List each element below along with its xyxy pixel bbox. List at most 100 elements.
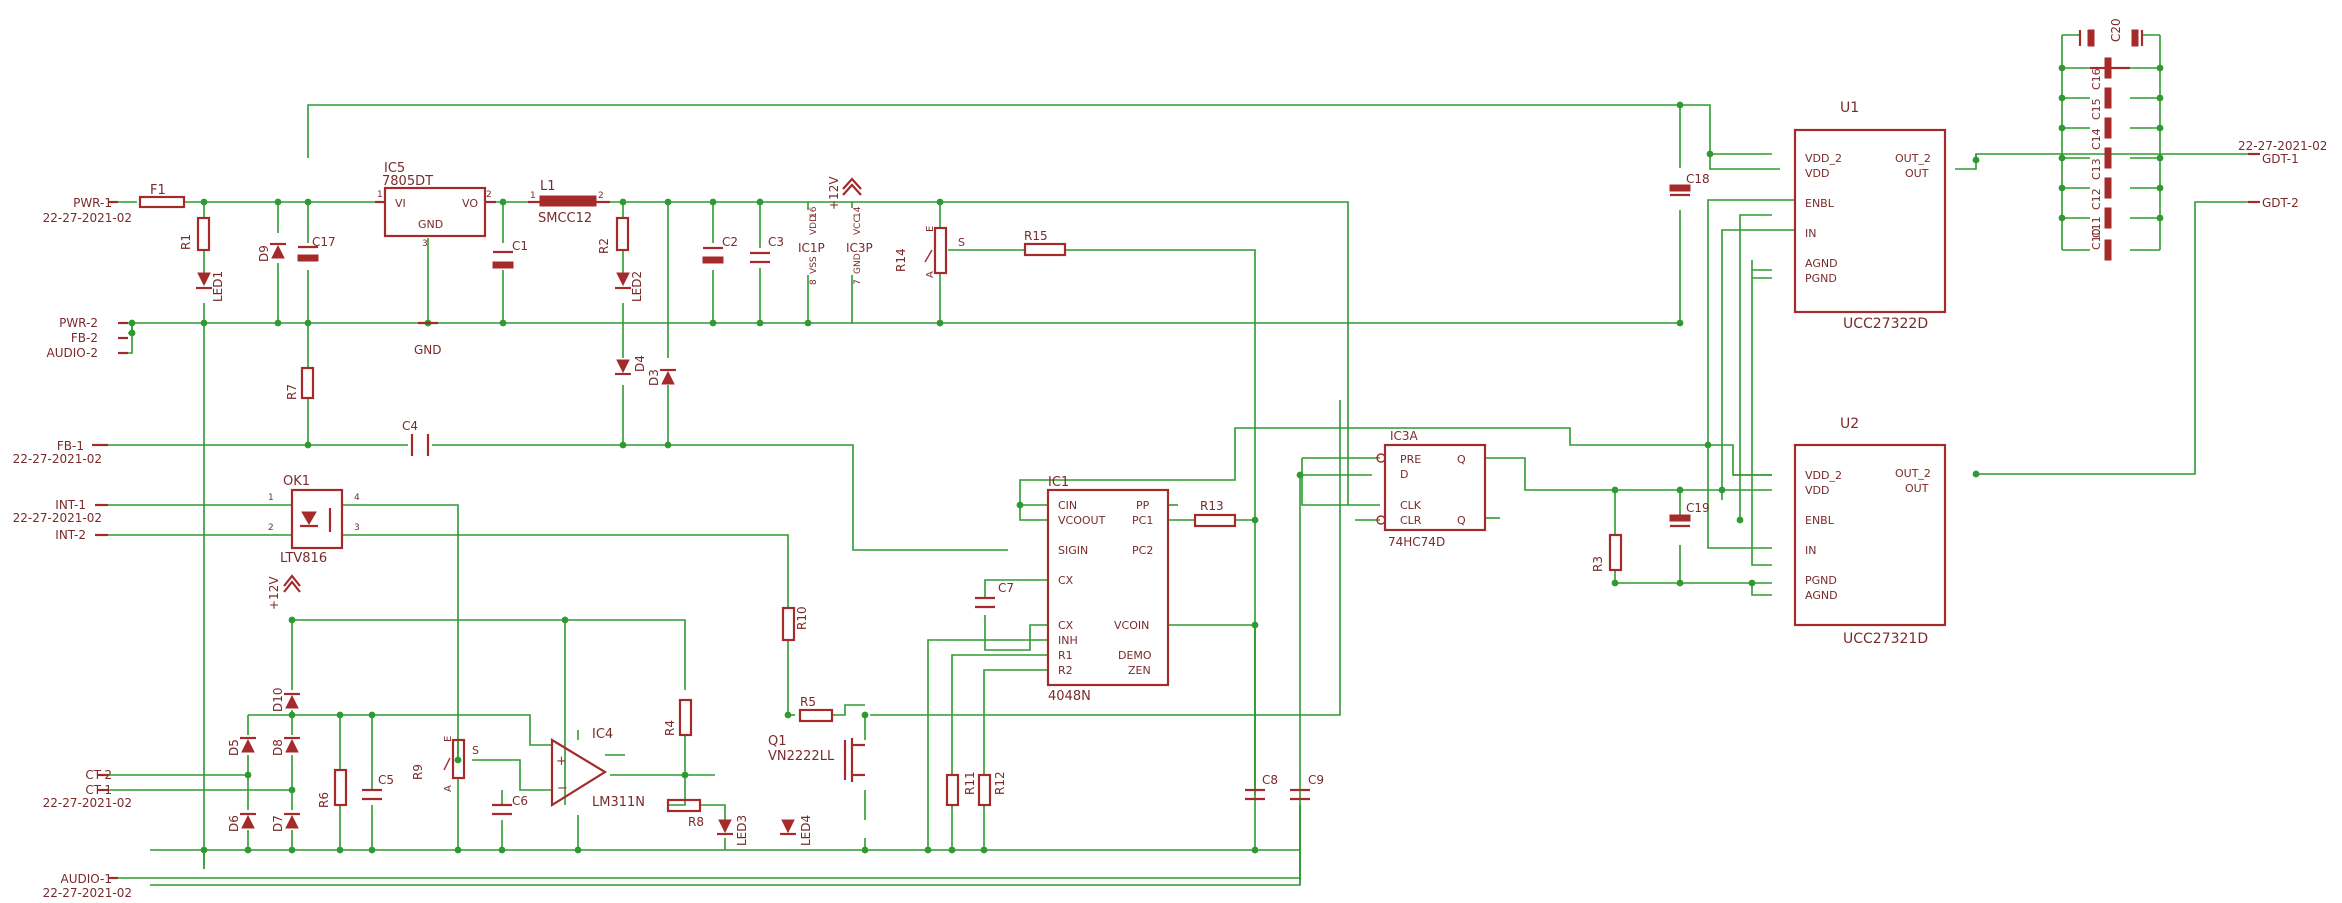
resistor-r8: R8 xyxy=(666,798,704,829)
capacitor-c18: C18 xyxy=(1669,172,1710,197)
led-led2: LED2 xyxy=(615,271,644,302)
svg-text:C9: C9 xyxy=(1308,773,1324,787)
svg-text:C6: C6 xyxy=(512,794,528,808)
port-pwr2: PWR-2 xyxy=(59,316,98,330)
resistor-r11: R11 xyxy=(945,771,977,807)
flipflop-ic3a: IC3A 74HC74D PRE D CLK CLR Q Q xyxy=(1376,429,1487,549)
svg-text:VCC: VCC xyxy=(853,216,863,235)
svg-text:VI: VI xyxy=(395,197,406,210)
svg-text:R15: R15 xyxy=(1024,229,1048,243)
capacitor-c19: C19 xyxy=(1669,501,1710,528)
capacitor-c17: C17 xyxy=(297,235,336,262)
svg-text:D8: D8 xyxy=(271,739,285,756)
svg-text:C16: C16 xyxy=(2090,68,2103,90)
port-pwr1-date: 22-27-2021-02 xyxy=(43,211,132,225)
svg-text:1: 1 xyxy=(268,493,274,503)
svg-text:U1: U1 xyxy=(1840,100,1859,116)
svg-text:D: D xyxy=(1400,468,1408,481)
capacitor-c5: C5 xyxy=(362,773,394,801)
svg-text:PGND: PGND xyxy=(1805,574,1837,587)
port-ct2: CT-2 xyxy=(85,768,112,782)
svg-text:ENBL: ENBL xyxy=(1805,197,1835,210)
svg-text:VSS: VSS xyxy=(809,256,819,274)
svg-text:A: A xyxy=(443,785,454,792)
resistor-r1: R1 xyxy=(179,216,211,252)
svg-text:C14: C14 xyxy=(2090,128,2103,150)
svg-text:L1: L1 xyxy=(540,179,556,194)
inductor-l1: L1 SMCC12 1 2 xyxy=(528,179,610,226)
junctions xyxy=(128,64,2164,854)
svg-text:R2: R2 xyxy=(1058,664,1073,677)
diode-d8: D8 xyxy=(271,736,300,756)
svg-text:R6: R6 xyxy=(317,792,331,808)
svg-text:Q: Q xyxy=(1457,514,1466,527)
svg-text:D4: D4 xyxy=(633,355,647,372)
svg-text:IC3A: IC3A xyxy=(1390,429,1419,443)
svg-text:C12: C12 xyxy=(2090,188,2103,210)
svg-text:VDD_2: VDD_2 xyxy=(1805,152,1842,165)
svg-text:U2: U2 xyxy=(1840,416,1859,432)
svg-text:LED3: LED3 xyxy=(735,815,749,846)
svg-text:D7: D7 xyxy=(271,815,285,832)
driver-u2: U2 UCC27321D VDD_2 VDD ENBL IN PGND AGND… xyxy=(1793,416,1947,647)
svg-text:ZEN: ZEN xyxy=(1128,664,1151,677)
svg-text:OUT_2: OUT_2 xyxy=(1895,152,1931,165)
svg-text:R11: R11 xyxy=(963,771,977,795)
svg-text:R5: R5 xyxy=(800,695,816,709)
svg-text:S: S xyxy=(958,236,965,249)
diode-d6: D6 xyxy=(227,812,256,832)
svg-text:IN: IN xyxy=(1805,544,1816,557)
svg-text:OUT_2: OUT_2 xyxy=(1895,467,1931,480)
svg-text:14: 14 xyxy=(853,206,863,218)
capacitor-bank: C20 C16 C15 C14 C13 C12 C11 C10 xyxy=(2078,18,2144,261)
ports: PWR-1 22-27-2021-02 PWR-2 FB-2 AUDIO-2 F… xyxy=(13,139,2328,900)
svg-text:+12V: +12V xyxy=(827,176,841,210)
svg-text:GND: GND xyxy=(853,253,863,274)
svg-text:CLR: CLR xyxy=(1400,514,1422,527)
port-audio1: AUDIO-1 xyxy=(60,872,112,886)
svg-text:F1: F1 xyxy=(150,183,166,198)
svg-text:C3: C3 xyxy=(768,235,784,249)
svg-text:2: 2 xyxy=(598,191,604,201)
diode-d4: D4 xyxy=(615,355,647,376)
port-audio1-date: 22-27-2021-02 xyxy=(43,886,132,900)
svg-text:IC5: IC5 xyxy=(384,161,405,176)
svg-text:GND: GND xyxy=(418,218,443,231)
diode-d5: D5 xyxy=(227,736,256,756)
gnd-symbol: GND xyxy=(414,321,442,357)
resistor-r7: R7 xyxy=(285,366,315,400)
capacitor-c2: C2 xyxy=(702,235,738,264)
svg-text:1: 1 xyxy=(530,191,536,201)
svg-text:IC3P: IC3P xyxy=(846,241,873,255)
driver-u1: U1 UCC27322D VDD_2 VDD ENBL IN AGND PGND… xyxy=(1793,100,1947,332)
svg-text:CIN: CIN xyxy=(1058,499,1077,512)
port-ct-date: 22-27-2021-02 xyxy=(43,796,132,810)
capacitor-c6: C6 xyxy=(492,794,528,816)
svg-text:VN2222LL: VN2222LL xyxy=(768,749,835,764)
svg-text:R12: R12 xyxy=(993,771,1007,795)
svg-text:CX: CX xyxy=(1058,574,1074,587)
supply-arrow-left: +12V xyxy=(267,574,301,610)
svg-text:OUT: OUT xyxy=(1905,167,1929,180)
power-pins-ic1p-ic3p: 16 VDD 8 VSS IC1P 14 VCC 7 GND IC3P xyxy=(798,206,873,285)
svg-text:UCC27321D: UCC27321D xyxy=(1843,631,1928,647)
svg-text:D10: D10 xyxy=(271,687,285,712)
svg-text:VCOIN: VCOIN xyxy=(1114,619,1149,632)
svg-text:D5: D5 xyxy=(227,739,241,756)
svg-text:VO: VO xyxy=(462,197,478,210)
mosfet-q1: Q1 VN2222LL xyxy=(768,734,865,782)
svg-text:R13: R13 xyxy=(1200,499,1224,513)
svg-text:R1: R1 xyxy=(1058,649,1073,662)
svg-text:LM311N: LM311N xyxy=(592,795,645,810)
svg-text:E: E xyxy=(925,226,936,232)
diode-d7: D7 xyxy=(271,812,300,832)
svg-text:C4: C4 xyxy=(402,419,418,433)
port-int1: INT-1 xyxy=(55,498,86,512)
svg-text:VCOOUT: VCOOUT xyxy=(1058,514,1106,527)
port-gdt2: GDT-2 xyxy=(2262,196,2299,210)
svg-text:PGND: PGND xyxy=(1805,272,1837,285)
svg-text:IN: IN xyxy=(1805,227,1816,240)
svg-text:VDD: VDD xyxy=(1805,484,1829,497)
svg-text:C15: C15 xyxy=(2090,98,2103,120)
svg-text:Q: Q xyxy=(1457,453,1466,466)
